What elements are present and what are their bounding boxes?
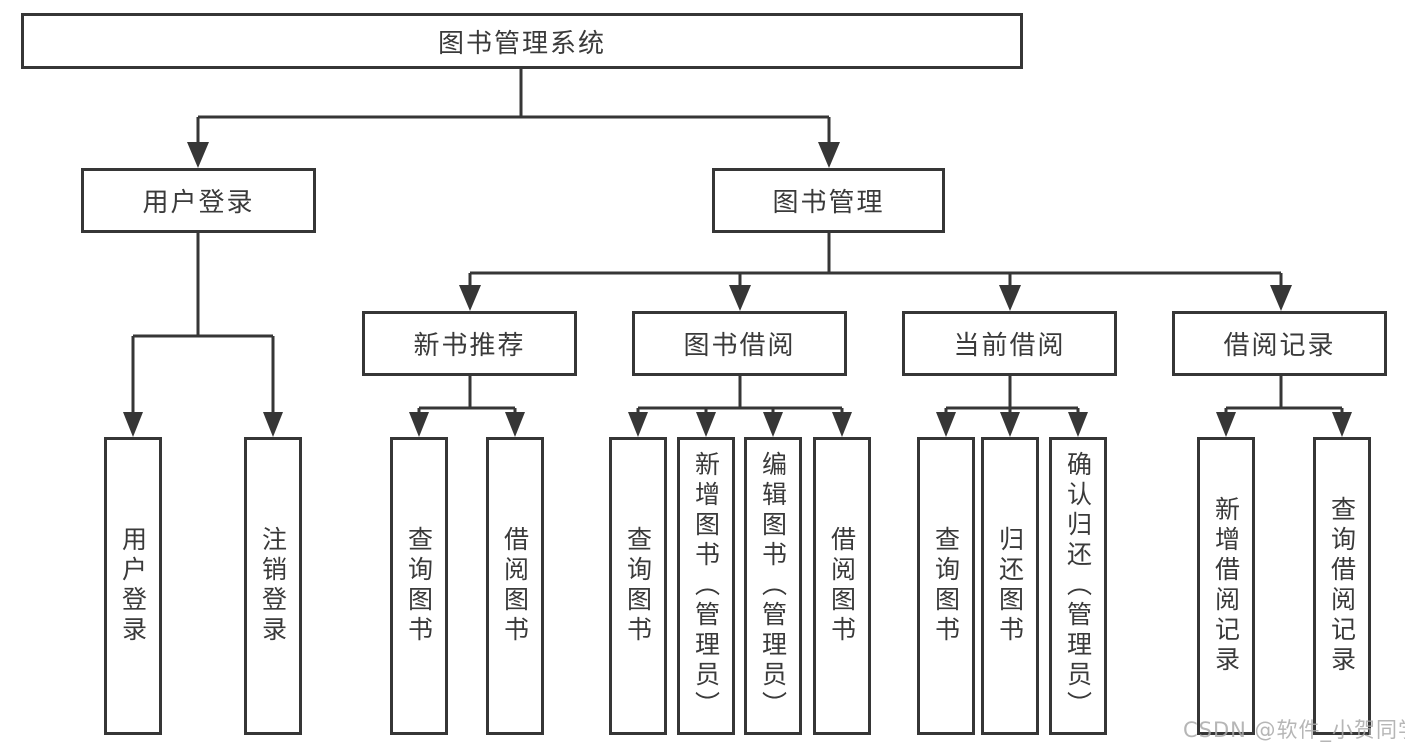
leaf-query-books-current: 查询图书 [917,437,975,735]
leaf-query-books-borrowing: 查询图书 [609,437,667,735]
node-book-borrowing: 图书借阅 [632,311,847,376]
leaf-query-borrow-record: 查询借阅记录 [1313,437,1371,735]
node-current-borrowing: 当前借阅 [902,311,1117,376]
leaf-query-books-recommend: 查询图书 [390,437,448,735]
node-book-management: 图书管理 [712,168,945,233]
node-borrowing-records: 借阅记录 [1172,311,1387,376]
leaf-borrow-books-borrowing: 借阅图书 [813,437,871,735]
node-root-book-management-system: 图书管理系统 [21,13,1023,69]
leaf-user-login: 用户登录 [104,437,162,735]
leaf-return-books: 归还图书 [981,437,1039,735]
arrowheads [123,142,1352,437]
leaf-add-borrow-record: 新增借阅记录 [1197,437,1255,735]
csdn-watermark: CSDN @软件_小贺同学 [1183,718,1405,742]
leaf-add-books-admin: 新增图书（管理员） [677,437,735,735]
leaf-borrow-books-recommend: 借阅图书 [486,437,544,735]
leaf-confirm-return-admin: 确认归还（管理员） [1049,437,1107,735]
leaf-edit-books-admin: 编辑图书（管理员） [744,437,802,735]
leaf-logout: 注销登录 [244,437,302,735]
node-user-login: 用户登录 [81,168,316,233]
node-new-book-recommendation: 新书推荐 [362,311,577,376]
